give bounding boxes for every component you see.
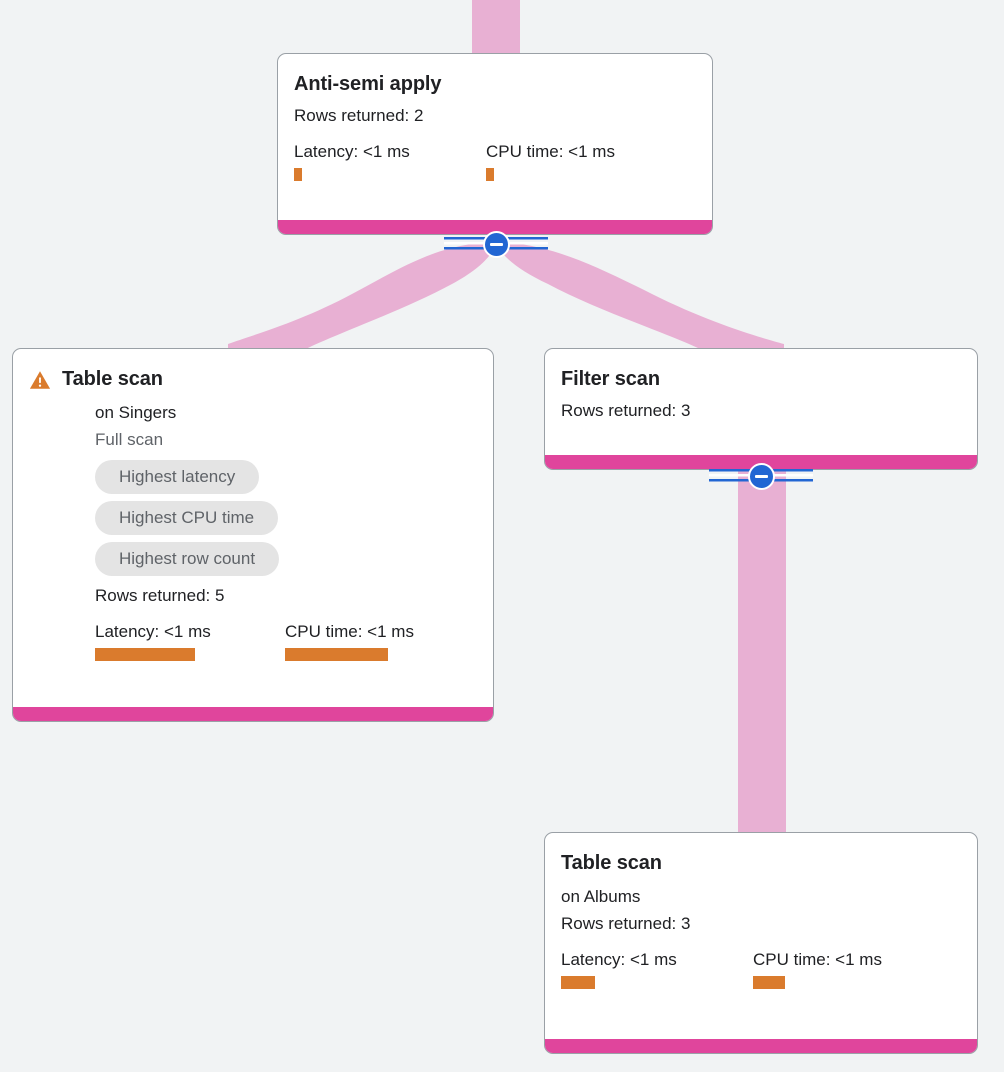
node-header: Filter scan [561, 367, 961, 391]
scan-type: Full scan [95, 430, 164, 449]
metrics-row: Latency: <1 ms CPU time: <1 ms [294, 142, 696, 181]
latency-label: Latency: <1 ms [95, 622, 211, 641]
cpu-bar [753, 976, 785, 989]
node-table-scan-albums[interactable]: Table scan on Albums Rows returned: 3 La… [544, 832, 978, 1054]
chip-highest-row-count[interactable]: Highest row count [95, 542, 280, 576]
latency-bar [561, 976, 595, 989]
chip-list: Highest latency Highest CPU time Highest… [95, 460, 477, 576]
cpu-label: CPU time: <1 ms [753, 950, 882, 969]
node-subtitle: on Albums [561, 887, 641, 906]
node-title: Table scan [62, 368, 163, 390]
chip-highest-latency[interactable]: Highest latency [95, 460, 260, 494]
metrics-row: Latency: <1 ms CPU time: <1 ms [95, 622, 477, 661]
minus-circle-icon[interactable] [482, 230, 510, 258]
node-body: Table scan on Singers Full scan Highest … [13, 349, 493, 707]
node-table-scan-singers[interactable]: Table scan on Singers Full scan Highest … [12, 348, 494, 722]
rows-returned: Rows returned: 5 [95, 586, 225, 605]
latency-bar [95, 648, 195, 661]
node-body: Table scan on Albums Rows returned: 3 La… [545, 833, 977, 1039]
edge-root-to-table-scan-singers [228, 244, 496, 352]
node-subtitle: on Singers [95, 403, 177, 422]
node-title: Filter scan [561, 368, 660, 390]
node-footer-bar [13, 707, 493, 721]
rows-returned: Rows returned: 3 [561, 401, 691, 420]
latency-bar [294, 168, 302, 181]
minus-circle-icon[interactable] [747, 462, 775, 490]
edge-root-to-filter-scan [496, 244, 784, 352]
rows-returned: Rows returned: 3 [561, 914, 691, 933]
warning-triangle-icon [29, 371, 51, 389]
edge-root-incoming [472, 0, 520, 56]
metrics-row: Latency: <1 ms CPU time: <1 ms [561, 950, 961, 989]
node-body: Anti-semi apply Rows returned: 2 Latency… [278, 54, 712, 220]
cpu-metric: CPU time: <1 ms [285, 622, 414, 661]
latency-label: Latency: <1 ms [294, 142, 410, 161]
cpu-metric: CPU time: <1 ms [486, 142, 615, 181]
cpu-label: CPU time: <1 ms [486, 142, 615, 161]
toggle-anti-semi-apply[interactable] [444, 230, 548, 258]
node-body: Filter scan Rows returned: 3 [545, 349, 977, 455]
chip-highest-cpu-time[interactable]: Highest CPU time [95, 501, 279, 535]
cpu-label: CPU time: <1 ms [285, 622, 414, 641]
node-footer-bar [545, 1039, 977, 1053]
node-footer-bar [278, 220, 712, 234]
node-anti-semi-apply[interactable]: Anti-semi apply Rows returned: 2 Latency… [277, 53, 713, 235]
node-title: Anti-semi apply [294, 73, 442, 95]
cpu-bar [285, 648, 388, 661]
latency-label: Latency: <1 ms [561, 950, 677, 969]
edge-filter-scan-to-table-scan-albums [738, 468, 786, 840]
node-details: on Singers Full scan Highest latency Hig… [29, 401, 477, 661]
node-header: Anti-semi apply [294, 72, 696, 96]
node-header: Table scan [561, 851, 961, 875]
rows-returned: Rows returned: 2 [294, 106, 424, 125]
latency-metric: Latency: <1 ms [561, 950, 753, 989]
toggle-filter-scan[interactable] [709, 462, 813, 490]
latency-metric: Latency: <1 ms [294, 142, 486, 181]
node-filter-scan[interactable]: Filter scan Rows returned: 3 [544, 348, 978, 470]
cpu-metric: CPU time: <1 ms [753, 950, 882, 989]
node-title: Table scan [561, 852, 662, 874]
latency-metric: Latency: <1 ms [95, 622, 285, 661]
cpu-bar [486, 168, 494, 181]
node-header: Table scan [29, 367, 477, 391]
